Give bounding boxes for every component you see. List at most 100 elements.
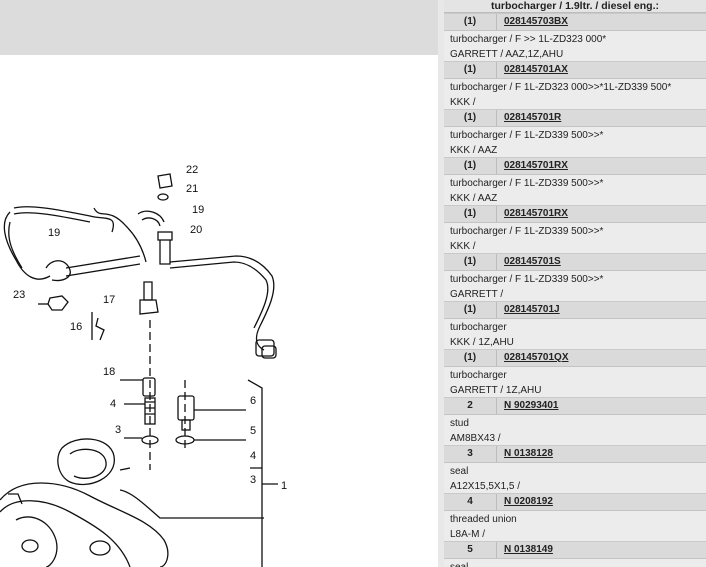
callout-5[interactable]: 5: [250, 425, 256, 437]
part-description: AM8BX43 /: [450, 433, 501, 444]
part-description: threaded union: [450, 514, 517, 525]
column-divider: [496, 494, 497, 510]
list-item: (1) 028145703BX: [444, 13, 706, 31]
callout-4-left[interactable]: 4: [110, 398, 116, 410]
part-row: (1) 028145703BX: [444, 13, 706, 30]
part-quantity: 4: [467, 496, 473, 507]
part-number-link[interactable]: 028145701QX: [504, 352, 569, 363]
parts-diagram[interactable]: 22 21 19 19 20 23 17 16 18 4 3 6 5 4 3 1: [0, 55, 438, 567]
part-number-link[interactable]: 028145701AX: [504, 64, 568, 75]
column-divider: [496, 158, 497, 174]
part-description: turbocharger / F 1L-ZD339 500>>*: [450, 274, 604, 285]
part-description: turbocharger / F >> 1L-ZD323 000*: [450, 34, 607, 45]
part-description: seal: [444, 559, 706, 567]
diagram-lines: [0, 173, 278, 567]
callout-4-right[interactable]: 4: [250, 450, 256, 462]
part-description: A12X15,5X1,5 /: [450, 481, 521, 492]
part-description: turbocharger / F 1L-ZD323 000>>*1L-ZD339…: [450, 82, 672, 93]
part-number-link[interactable]: 028145701J: [504, 304, 560, 315]
part-quantity: (1): [463, 160, 477, 171]
part-row: (1) 028145701J: [444, 301, 706, 318]
part-quantity: 3: [467, 448, 473, 459]
part-description: KKK /: [450, 241, 476, 252]
column-divider: [496, 206, 497, 222]
list-item: turbocharger / F 1L-ZD339 500>>* KKK / AA…: [444, 175, 706, 223]
callout-23[interactable]: 23: [13, 289, 25, 301]
part-row: (1) 028145701RX: [444, 157, 706, 174]
part-row: 2 N 90293401: [444, 397, 706, 414]
part-number-link[interactable]: 028145703BX: [504, 16, 568, 27]
part-description: KKK / 1Z,AHU: [450, 337, 514, 348]
list-item: turbocharger / F >> 1L-ZD323 000* GARRETT…: [444, 31, 706, 79]
part-description: turbocharger / F 1L-ZD339 500>>*: [450, 226, 604, 237]
callout-20[interactable]: 20: [190, 224, 202, 236]
callout-6[interactable]: 6: [250, 395, 256, 407]
part-number-link[interactable]: N 0138149: [504, 544, 553, 555]
column-divider: [496, 110, 497, 126]
part-number-link[interactable]: 028145701R: [504, 112, 562, 123]
part-description: turbocharger: [450, 322, 507, 333]
part-row: (1)028145701AX: [444, 61, 706, 78]
column-divider: [496, 254, 497, 270]
part-description: KKK / AAZ: [450, 145, 498, 156]
part-quantity: (1): [463, 208, 477, 219]
parts-list: (1) 028145703BX turbocharger / F >> 1L-ZD3…: [444, 13, 706, 567]
column-divider: [496, 542, 497, 558]
callout-21[interactable]: 21: [186, 183, 198, 195]
column-divider: [496, 302, 497, 318]
list-item: turbocharger / F 1L-ZD339 500>>*KKK /(1)…: [444, 223, 706, 271]
part-number-link[interactable]: 028145701RX: [504, 160, 568, 171]
list-item: turbocharger / F 1L-ZD339 500>>* KKK / AA…: [444, 127, 706, 175]
panel-divider[interactable]: [438, 0, 444, 567]
callout-numbers: 22 21 19 19 20 23 17 16 18 4 3 6 5 4 3 1: [13, 164, 287, 492]
callout-3-left[interactable]: 3: [115, 424, 121, 436]
part-number-link[interactable]: N 90293401: [504, 400, 559, 411]
part-row: (1) 028145701RX: [444, 205, 706, 222]
part-row: 5 N 0138149: [444, 541, 706, 558]
part-description: stud: [450, 418, 469, 429]
column-divider: [496, 350, 497, 366]
column-divider: [496, 62, 497, 78]
callout-3-right[interactable]: 3: [250, 474, 256, 486]
callout-18[interactable]: 18: [103, 366, 115, 378]
part-row: (1) 028145701QX: [444, 349, 706, 366]
callout-1[interactable]: 1: [281, 480, 287, 492]
part-number-link[interactable]: N 0138128: [504, 448, 553, 459]
part-number-link[interactable]: 028145701RX: [504, 208, 568, 219]
part-description: GARRETT /: [450, 289, 504, 300]
part-quantity: 2: [467, 400, 473, 411]
part-row: (1) 028145701S: [444, 253, 706, 270]
list-item: seal14X18X1,5 /: [444, 559, 706, 567]
part-quantity: (1): [463, 304, 477, 315]
part-quantity: (1): [463, 352, 477, 363]
part-row: 3 N 0138128: [444, 445, 706, 462]
part-number-link[interactable]: 028145701S: [504, 256, 561, 267]
callout-19-top[interactable]: 19: [192, 204, 204, 216]
exploded-view-drawing: 22 21 19 19 20 23 17 16 18 4 3 6 5 4 3 1: [0, 164, 287, 567]
part-row: 4 N 0208192: [444, 493, 706, 510]
callout-19-left[interactable]: 19: [48, 227, 60, 239]
part-description: GARRETT / 1Z,AHU: [450, 385, 542, 396]
part-quantity: (1): [463, 256, 477, 267]
callout-17[interactable]: 17: [103, 294, 115, 306]
top-toolbar-area: [0, 0, 438, 55]
part-row: (1)028145701R: [444, 109, 706, 126]
part-number-link[interactable]: N 0208192: [504, 496, 553, 507]
part-description: turbocharger / F 1L-ZD339 500>>*: [450, 178, 604, 189]
parts-list-panel: turbocharger / 1.9ltr. / diesel eng.: (1…: [444, 0, 706, 567]
part-description: KKK / AAZ: [450, 193, 498, 204]
part-description: turbocharger: [450, 370, 507, 381]
callout-16[interactable]: 16: [70, 321, 82, 333]
part-description: GARRETT / AAZ,1Z,AHU: [450, 49, 564, 60]
part-quantity: (1): [463, 16, 477, 27]
list-item: turbocharger / F 1L-ZD323 000>>*1L-ZD339…: [444, 79, 706, 127]
part-quantity: 5: [467, 544, 473, 555]
callout-22[interactable]: 22: [186, 164, 198, 176]
part-description: seal: [450, 466, 469, 477]
column-divider: [496, 14, 497, 30]
part-description: turbocharger / F 1L-ZD339 500>>*: [450, 130, 604, 141]
